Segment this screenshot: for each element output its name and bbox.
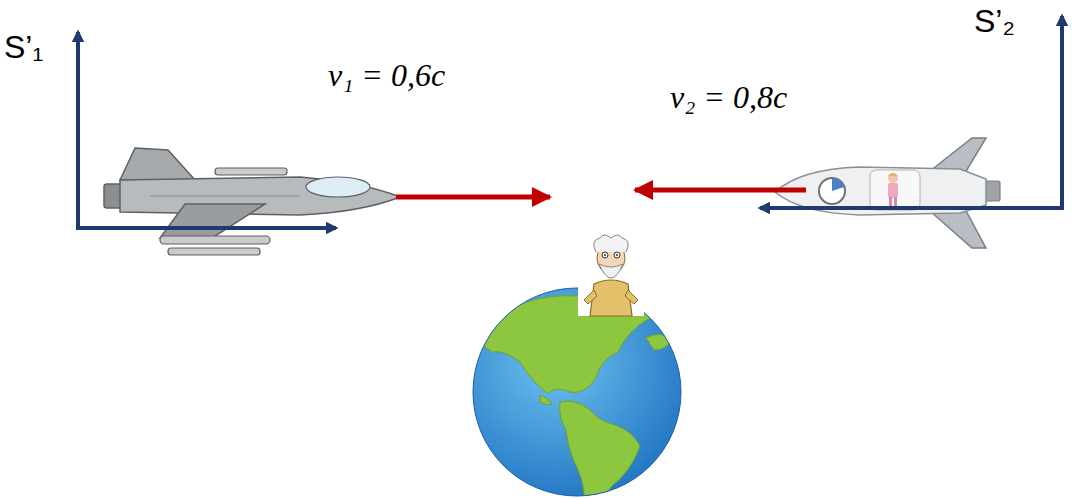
earth	[473, 288, 681, 498]
velocity-arrow	[635, 188, 806, 193]
frame-name: S’₂	[974, 4, 1015, 39]
reference-frame	[76, 32, 336, 228]
observer	[578, 234, 644, 316]
velocity-arrow	[396, 195, 550, 200]
velocity-label: v₁ = 0,6c	[328, 58, 445, 93]
fighter-jet	[104, 148, 400, 255]
velocity-label: v₂ = 0,8c	[670, 80, 787, 115]
reference-frame	[760, 16, 1064, 208]
frame-name: S’₁	[4, 30, 43, 65]
rocket	[775, 138, 1000, 248]
